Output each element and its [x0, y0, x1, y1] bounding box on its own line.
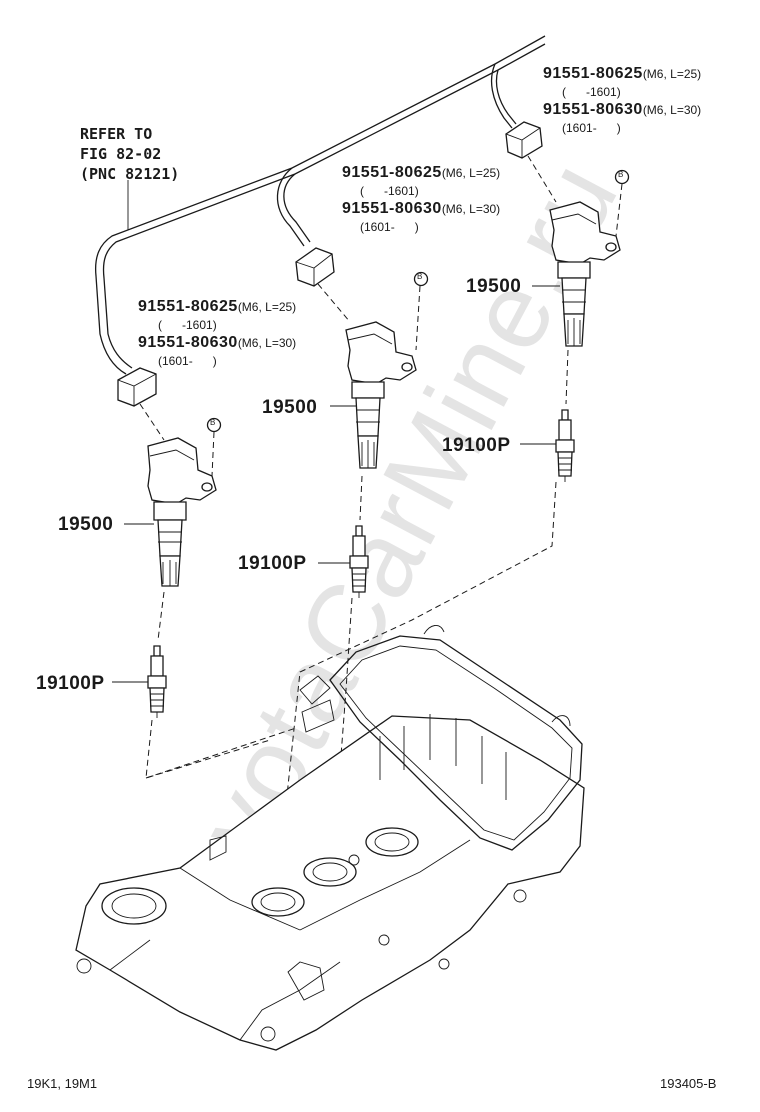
plug-part-label: 19100P: [238, 553, 307, 574]
bolt-marker: B: [618, 170, 624, 179]
cylinder-head-cover: [75, 625, 585, 1051]
bolt-marker: B: [210, 418, 216, 427]
bolt-range: ( -1601): [562, 85, 621, 99]
bolt-spec: (M6, L=25): [441, 166, 501, 180]
plug-part-label: 19100P: [442, 435, 511, 456]
bolt-marker: B: [417, 272, 423, 281]
bolt-part-number: 91551-80630: [543, 101, 643, 118]
spark-plug-left: [147, 645, 167, 718]
refer-line-2: FIG 82-02: [80, 145, 162, 163]
bolt-part-number: 91551-80630: [342, 200, 442, 217]
bolt-spec: (M6, L=30): [441, 202, 501, 216]
bolt-spec: (M6, L=30): [237, 336, 297, 350]
bolt-alt-label: 91551-80630(M6, L=30): [138, 335, 296, 351]
bolt-primary-label: 91551-80625(M6, L=25): [138, 299, 296, 315]
plug-part-label: 19100P: [36, 673, 105, 694]
bolt-part-number: 91551-80625: [342, 164, 442, 181]
bolt-range: (1601- ): [360, 220, 419, 234]
bolt-range: ( -1601): [360, 184, 419, 198]
ignition-coil-left: [147, 437, 217, 587]
figure-id: 193405-B: [660, 1076, 717, 1091]
bolt-primary-label: 91551-80625(M6, L=25): [342, 165, 500, 181]
ignition-coil-middle: [345, 321, 417, 469]
model-codes: 19K1, 19M1: [27, 1076, 98, 1091]
spark-plug-middle: [349, 525, 369, 598]
bolt-alt-label: 91551-80630(M6, L=30): [342, 201, 500, 217]
bolt-spec: (M6, L=30): [642, 103, 702, 117]
bolt-range: (1601- ): [158, 354, 217, 368]
bolt-range: ( -1601): [158, 318, 217, 332]
spark-plug-right: [555, 409, 575, 482]
bolt-part-number: 91551-80625: [543, 65, 643, 82]
wire-harness: [94, 35, 546, 375]
coil-part-label: 19500: [262, 397, 318, 418]
refer-line-3: (PNC 82121): [80, 165, 180, 183]
bolt-part-number: 91551-80625: [138, 298, 238, 315]
coil-part-label: 19500: [466, 276, 522, 297]
bolt-part-number: 91551-80630: [138, 334, 238, 351]
ignition-coil-right: [549, 201, 621, 347]
bolt-markers: [206, 169, 630, 433]
bolt-primary-label: 91551-80625(M6, L=25): [543, 66, 701, 82]
coil-part-label: 19500: [58, 514, 114, 535]
refer-line-1: REFER TO: [80, 125, 153, 143]
bolt-spec: (M6, L=25): [237, 300, 297, 314]
bolt-alt-label: 91551-80630(M6, L=30): [543, 102, 701, 118]
harness-connectors: [117, 121, 543, 407]
bolt-spec: (M6, L=25): [642, 67, 702, 81]
bolt-range: (1601- ): [562, 121, 621, 135]
